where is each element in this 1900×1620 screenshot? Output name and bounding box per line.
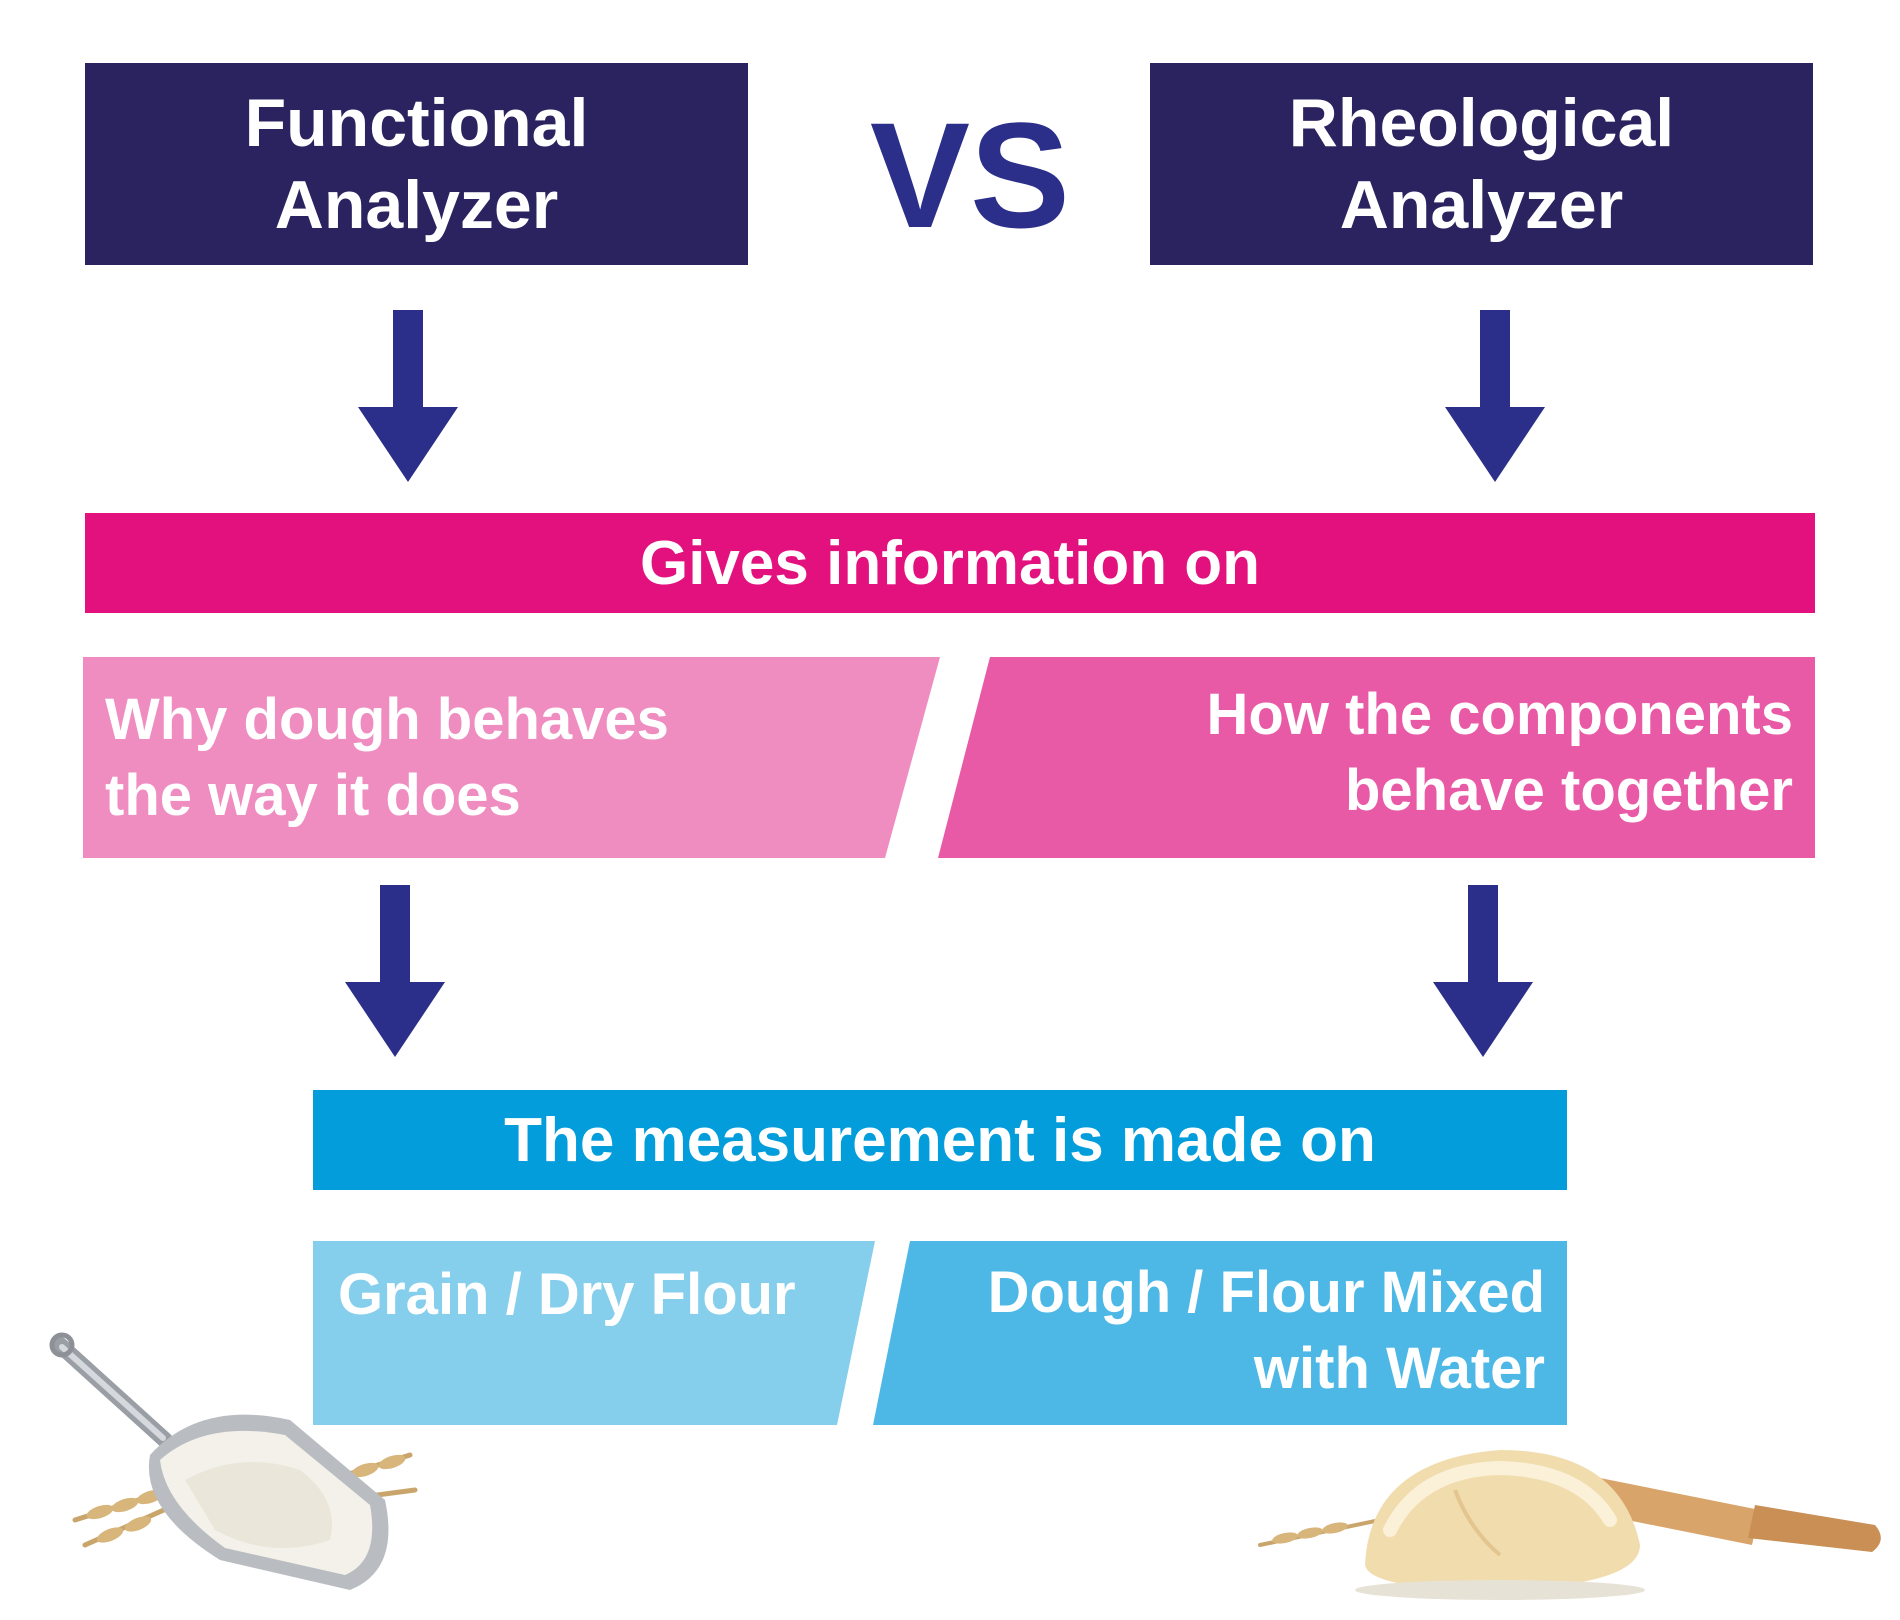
measure-right-text: Dough / Flour Mixed with Water (910, 1255, 1545, 1410)
functional-analyzer-line2: Analyzer (274, 167, 559, 243)
info-left-line2: the way it does (105, 762, 521, 828)
info-bar: Gives information on (85, 513, 1815, 613)
info-left-shape (83, 657, 940, 858)
measure-left-shape (313, 1241, 875, 1425)
measure-right-line1: Dough / Flour Mixed (987, 1260, 1545, 1325)
measure-right-shape (873, 1241, 1567, 1425)
rheological-analyzer-line1: Rheological (1288, 85, 1675, 161)
info-right-shape (938, 657, 1815, 858)
measurement-bar: The measurement is made on (313, 1090, 1567, 1190)
functional-analyzer-line1: Functional (244, 85, 589, 161)
info-right-text: How the components behave together (990, 652, 1793, 853)
measure-right-line2: with Water (1253, 1336, 1545, 1401)
flour-scoop-icon (49, 1332, 418, 1590)
info-left-line1: Why dough behaves (105, 686, 669, 752)
rheological-analyzer-line2: Analyzer (1339, 167, 1624, 243)
info-bar-label: Gives information on (639, 528, 1261, 598)
functional-analyzer-box: Functional Analyzer (85, 63, 748, 265)
measurement-bar-label: The measurement is made on (504, 1105, 1376, 1175)
arrow-down-icon (1433, 885, 1533, 1057)
info-left-text: Why dough behaves the way it does (105, 657, 885, 858)
info-right-line2: behave together (1345, 757, 1793, 823)
measure-left-line1: Grain / Dry Flour (338, 1262, 796, 1327)
dough-rolling-pin-icon (1258, 1450, 1881, 1600)
measure-left-text: Grain / Dry Flour (338, 1255, 838, 1335)
vs-label: VS (869, 90, 1071, 259)
info-right-line1: How the components (1206, 681, 1793, 747)
arrow-down-icon (358, 310, 458, 482)
rheological-analyzer-box: Rheological Analyzer (1150, 63, 1813, 265)
arrow-down-icon (1445, 310, 1545, 482)
arrow-down-icon (345, 885, 445, 1057)
